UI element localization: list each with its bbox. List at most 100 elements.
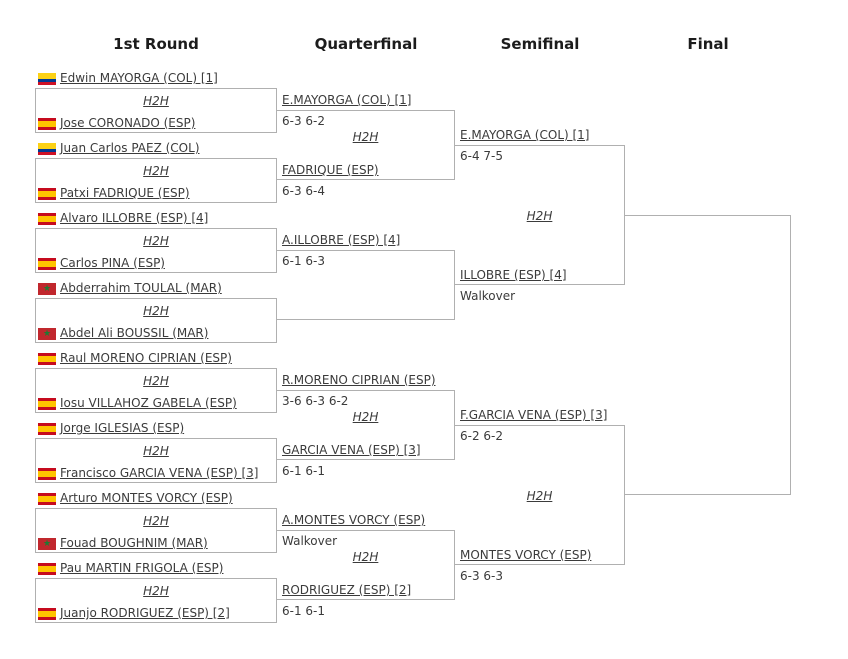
player-link[interactable]: Fouad BOUGHNIM (MAR) [60, 536, 208, 550]
player-link[interactable]: E.MAYORGA (COL) [1] [460, 128, 590, 142]
player-link[interactable]: A.ILLOBRE (ESP) [4] [282, 233, 401, 247]
h2h-link[interactable]: H2H [526, 489, 553, 503]
player-row: Alvaro ILLOBRE (ESP) [4] [38, 211, 208, 226]
match-score: 3-6 6-3 6-2 [282, 394, 349, 408]
first-round-match-2: Juan Carlos PAEZ (COL) H2H Patxi FADRIQU… [35, 141, 277, 203]
quarterfinal-match-1: E.MAYORGA (COL) [1] 6-3 6-2 H2H FADRIQUE… [277, 93, 455, 198]
player-link[interactable]: Juan Carlos PAEZ (COL) [60, 141, 200, 155]
colombia-flag-icon [38, 72, 56, 85]
player-link[interactable]: Edwin MAYORGA (COL) [1] [60, 71, 218, 85]
player-row: Fouad BOUGHNIM (MAR) [38, 536, 208, 551]
first-round-match-4: Abderrahim TOULAL (MAR) H2H Abdel Ali BO… [35, 281, 277, 343]
match-score: 6-1 6-3 [282, 254, 326, 268]
player-link[interactable]: E.MAYORGA (COL) [1] [282, 93, 412, 107]
player-link[interactable]: MONTES VORCY (ESP) [460, 548, 592, 562]
player-link[interactable]: Carlos PINA (ESP) [60, 256, 165, 270]
player-link[interactable]: Jorge IGLESIAS (ESP) [60, 421, 185, 435]
h2h-row: H2H [36, 513, 276, 528]
player-link[interactable]: Patxi FADRIQUE (ESP) [60, 186, 190, 200]
h2h-row: H2H [36, 93, 276, 108]
match-score: 6-1 6-1 [282, 464, 326, 478]
first-round-match-6: Jorge IGLESIAS (ESP) H2H Francisco GARCI… [35, 421, 277, 483]
morocco-flag-icon [38, 282, 56, 295]
match-score: 6-3 6-4 [282, 184, 326, 198]
player-row: Juanjo RODRIGUEZ (ESP) [2] [38, 606, 230, 621]
player-link[interactable]: RODRIGUEZ (ESP) [2] [282, 583, 412, 597]
h2h-link[interactable]: H2H [526, 209, 553, 223]
player-row: Juan Carlos PAEZ (COL) [38, 141, 200, 156]
h2h-link[interactable]: H2H [143, 94, 169, 108]
match-score: Walkover [282, 534, 338, 548]
first-round-match-7: Arturo MONTES VORCY (ESP) H2H Fouad BOUG… [35, 491, 277, 553]
h2h-link[interactable]: H2H [143, 374, 169, 388]
h2h-link[interactable]: H2H [143, 304, 169, 318]
h2h-row: H2H [36, 163, 276, 178]
h2h-link[interactable]: H2H [143, 584, 169, 598]
spain-flag-icon [38, 352, 56, 365]
match-score: 6-3 6-3 [460, 569, 504, 583]
h2h-link[interactable]: H2H [143, 234, 169, 248]
player-link[interactable]: Abderrahim TOULAL (MAR) [60, 281, 222, 295]
player-link[interactable]: Francisco GARCIA VENA (ESP) [3] [60, 466, 259, 480]
quarterfinal-match-2: A.ILLOBRE (ESP) [4] 6-1 6-3 [277, 233, 455, 320]
player-link[interactable]: Abdel Ali BOUSSIL (MAR) [60, 326, 209, 340]
h2h-row: H2H [36, 443, 276, 458]
spain-flag-icon [38, 422, 56, 435]
player-link[interactable]: ILLOBRE (ESP) [4] [460, 268, 567, 282]
player-row: Edwin MAYORGA (COL) [1] [38, 71, 218, 86]
semifinal-match-2: F.GARCIA VENA (ESP) [3] 6-2 6-2 H2H MONT… [455, 408, 625, 583]
h2h-row: H2H [36, 373, 276, 388]
first-round-match-5: Raul MORENO CIPRIAN (ESP) H2H Iosu VILLA… [35, 351, 277, 413]
player-link[interactable]: Iosu VILLAHOZ GABELA (ESP) [60, 396, 237, 410]
player-row: Carlos PINA (ESP) [38, 256, 165, 271]
round-header-final: Final [687, 35, 729, 53]
match-score: 6-2 6-2 [460, 429, 504, 443]
h2h-link[interactable]: H2H [352, 410, 379, 424]
h2h-row: H2H [36, 583, 276, 598]
spain-flag-icon [38, 187, 56, 200]
player-link[interactable]: Raul MORENO CIPRIAN (ESP) [60, 351, 232, 365]
player-row: Pau MARTIN FRIGOLA (ESP) [38, 561, 223, 576]
player-row: Arturo MONTES VORCY (ESP) [38, 491, 233, 506]
player-link[interactable]: Jose CORONADO (ESP) [60, 116, 196, 130]
player-link[interactable]: F.GARCIA VENA (ESP) [3] [460, 408, 608, 422]
match-score: 6-1 6-1 [282, 604, 326, 618]
player-link[interactable]: A.MONTES VORCY (ESP) [282, 513, 426, 527]
h2h-link[interactable]: H2H [143, 164, 169, 178]
colombia-flag-icon [38, 142, 56, 155]
spain-flag-icon [38, 562, 56, 575]
round-header-semifinal: Semifinal [500, 35, 580, 53]
player-row: Raul MORENO CIPRIAN (ESP) [38, 351, 232, 366]
player-link[interactable]: Juanjo RODRIGUEZ (ESP) [2] [60, 606, 230, 620]
player-link[interactable]: GARCIA VENA (ESP) [3] [282, 443, 421, 457]
h2h-link[interactable]: H2H [352, 130, 379, 144]
quarterfinal-match-4: A.MONTES VORCY (ESP) Walkover H2H RODRIG… [277, 513, 455, 618]
match-score: 6-3 6-2 [282, 114, 326, 128]
h2h-link[interactable]: H2H [143, 444, 169, 458]
h2h-row: H2H [36, 233, 276, 248]
h2h-row: H2H [277, 549, 454, 564]
semifinal-match-1: E.MAYORGA (COL) [1] 6-4 7-5 H2H ILLOBRE … [455, 128, 625, 303]
h2h-link[interactable]: H2H [352, 550, 379, 564]
first-round-match-1: Edwin MAYORGA (COL) [1] H2H Jose CORONAD… [35, 71, 277, 133]
quarterfinal-match-3: R.MORENO CIPRIAN (ESP) 3-6 6-3 6-2 H2H G… [277, 373, 455, 478]
player-link[interactable]: Arturo MONTES VORCY (ESP) [60, 491, 233, 505]
h2h-row: H2H [277, 409, 454, 424]
player-link[interactable]: Alvaro ILLOBRE (ESP) [4] [60, 211, 209, 225]
spain-flag-icon [38, 492, 56, 505]
match-score: Walkover [460, 289, 516, 303]
final-match-box [625, 215, 791, 495]
player-link[interactable]: Pau MARTIN FRIGOLA (ESP) [60, 561, 224, 575]
player-link[interactable]: FADRIQUE (ESP) [282, 163, 379, 177]
h2h-row: H2H [455, 488, 624, 503]
h2h-row: H2H [455, 208, 624, 223]
spain-flag-icon [38, 117, 56, 130]
morocco-flag-icon [38, 327, 56, 340]
player-link[interactable]: R.MORENO CIPRIAN (ESP) [282, 373, 436, 387]
h2h-link[interactable]: H2H [143, 514, 169, 528]
round-header-1st-round: 1st Round [113, 35, 199, 53]
match-score: 6-4 7-5 [460, 149, 504, 163]
first-round-match-3: Alvaro ILLOBRE (ESP) [4] H2H Carlos PINA… [35, 211, 277, 273]
h2h-row: H2H [277, 129, 454, 144]
